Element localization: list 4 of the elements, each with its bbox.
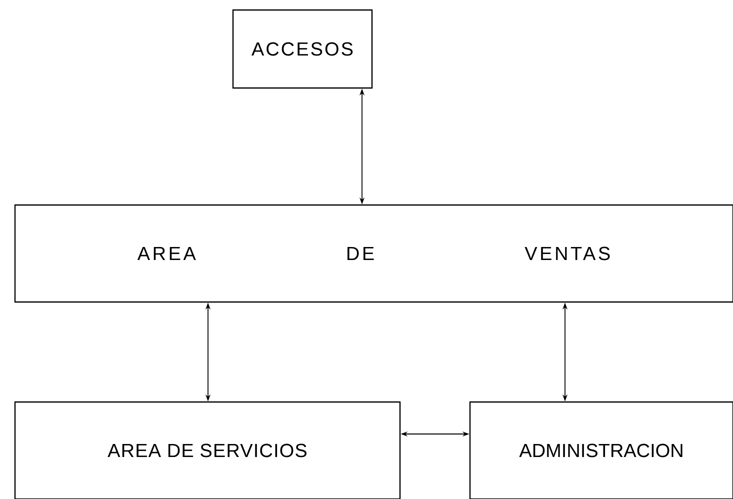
- process-box: AREA DE VENTAS: [14, 204, 733, 303]
- process-box: AREA DE SERVICIOS: [14, 401, 401, 499]
- process-box: ADMINISTRACION: [469, 401, 733, 499]
- process-box: ACCESOS: [232, 9, 373, 89]
